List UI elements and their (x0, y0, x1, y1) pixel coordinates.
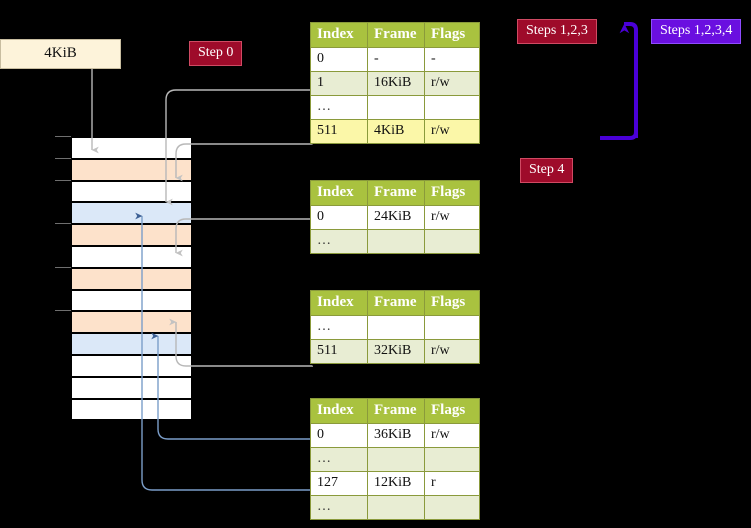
wire-pd-row511-to-memory (169, 318, 313, 367)
cell-idx: 511 (310, 119, 368, 144)
cell-flg: r/w (424, 71, 480, 96)
column-header-flags: Flags (424, 290, 480, 316)
memory-frame (72, 267, 191, 290)
column-header-frame: Frame (367, 290, 425, 316)
memory-frame (72, 398, 191, 421)
cell-frm: 4KiB (367, 119, 425, 144)
cell-flg: r/w (424, 119, 480, 144)
cell-flg (424, 447, 480, 472)
purple-bracket-arrow (619, 22, 638, 138)
memory-frame (72, 289, 191, 312)
memory-scale-tick (55, 266, 71, 268)
cell-idx: … (310, 315, 368, 340)
memory-scale-tick (55, 179, 71, 181)
badge-steps-1234: Steps 1,2,3,4 (651, 19, 742, 44)
column-header-frame: Frame (367, 22, 425, 48)
badge-steps-123: Steps 1,2,3 (517, 19, 597, 44)
cell-flg: r/w (424, 205, 480, 230)
cell-frm (367, 95, 425, 120)
cell-idx: … (310, 495, 368, 520)
column-header-index: Index (310, 290, 368, 316)
memory-scale-tick (55, 136, 71, 137)
table-row: … (310, 95, 480, 120)
cell-flg: r (424, 471, 480, 496)
column-header-flags: Flags (424, 398, 480, 424)
column-header-frame: Frame (367, 180, 425, 206)
cell-frm: 24KiB (367, 205, 425, 230)
cell-flg (424, 95, 480, 120)
cell-flg (424, 495, 480, 520)
cell-flg: - (424, 47, 480, 72)
cell-frm: 36KiB (367, 423, 425, 448)
cell-frm (367, 229, 425, 254)
column-header-flags: Flags (424, 180, 480, 206)
badge-step-0: Step 0 (189, 41, 243, 66)
cell-flg (424, 315, 480, 340)
cell-idx: … (310, 447, 368, 472)
cell-frm (367, 447, 425, 472)
cell-idx: 0 (310, 205, 368, 230)
table-row: … (310, 495, 480, 520)
badge-step-4: Step 4 (520, 158, 574, 183)
purple-bracket-tail (600, 131, 638, 140)
cell-frm (367, 315, 425, 340)
cell-frm: 32KiB (367, 339, 425, 364)
cell-frm: - (367, 47, 425, 72)
wire-pml4-row511-to-memory (175, 143, 313, 182)
cell-idx: 0 (310, 423, 368, 448)
memory-frame (72, 355, 191, 377)
cell-flg: r/w (424, 339, 480, 364)
cell-idx: 0 (310, 47, 368, 72)
memory-frame (72, 224, 191, 246)
memory-frame (72, 137, 191, 159)
cell-frm: 12KiB (367, 471, 425, 496)
table-row: … (310, 447, 480, 472)
memory-frame (72, 180, 191, 203)
memory-frame (72, 202, 191, 225)
table-row: … (310, 229, 480, 254)
memory-frame (72, 311, 191, 334)
memory-scale-tick (55, 310, 71, 312)
cell-idx: … (310, 229, 368, 254)
size-box-4kib: 4KiB (0, 39, 121, 69)
cell-frm: 16KiB (367, 71, 425, 96)
memory-scale-tick (55, 157, 71, 159)
table-row: … (310, 315, 480, 340)
cell-frm (367, 495, 425, 520)
memory-scale-tick (55, 223, 71, 225)
memory-frame (72, 246, 191, 268)
cell-idx: … (310, 95, 368, 120)
memory-frame (72, 376, 191, 399)
wire-pdpt-row0-to-memory (175, 218, 313, 257)
column-header-flags: Flags (424, 22, 480, 48)
cell-flg: r/w (424, 423, 480, 448)
column-header-index: Index (310, 180, 368, 206)
memory-frame (72, 158, 191, 181)
cell-idx: 127 (310, 471, 368, 496)
memory-frame (72, 333, 191, 355)
column-header-index: Index (310, 22, 368, 48)
column-header-index: Index (310, 398, 368, 424)
column-header-frame: Frame (367, 398, 425, 424)
table-row: 0-- (310, 47, 480, 72)
cell-idx: 511 (310, 339, 368, 364)
physical-memory-column (71, 136, 191, 421)
cell-flg (424, 229, 480, 254)
cell-idx: 1 (310, 71, 368, 96)
